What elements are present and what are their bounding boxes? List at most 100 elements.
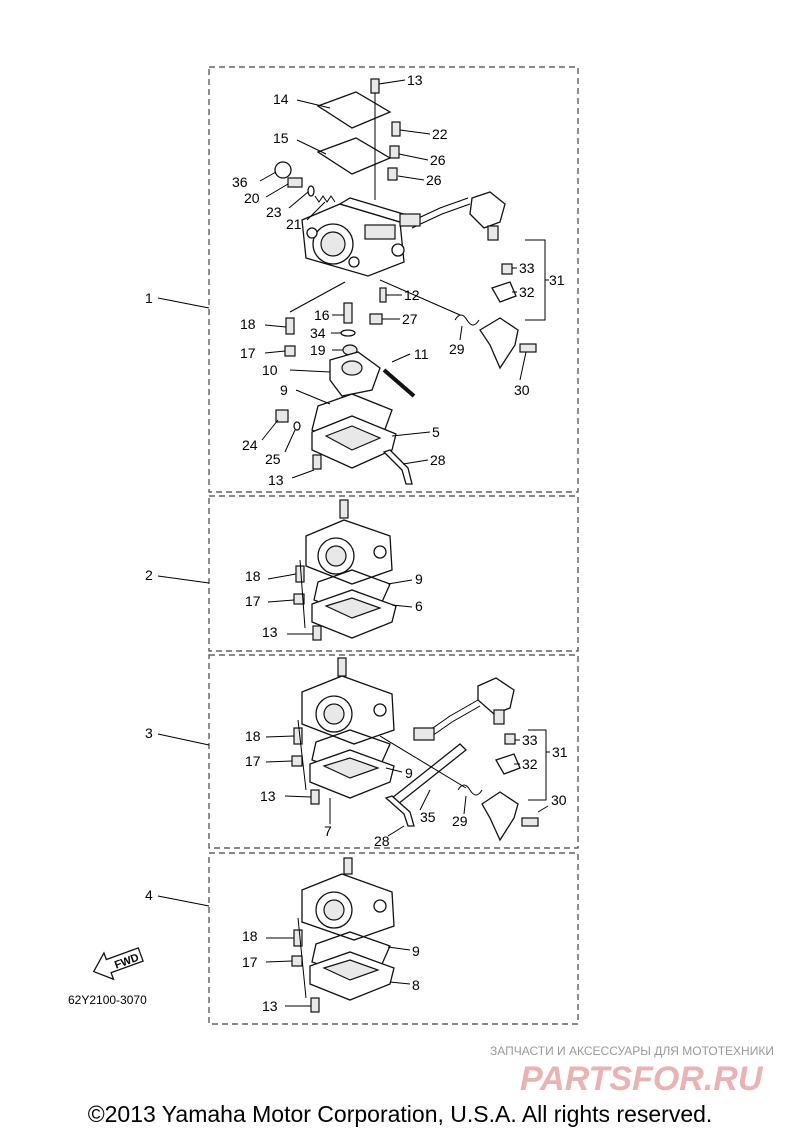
section-label-1: 1 bbox=[145, 290, 153, 306]
screw bbox=[291, 955, 303, 967]
section-box-3 bbox=[208, 654, 579, 849]
callout: 25 bbox=[265, 451, 281, 467]
screw bbox=[312, 454, 322, 470]
callout: 32 bbox=[519, 284, 535, 300]
callout: 13 bbox=[407, 72, 423, 88]
o-ring bbox=[307, 185, 315, 197]
callout: 17 bbox=[242, 954, 258, 970]
drain-screw bbox=[275, 409, 289, 423]
cap bbox=[274, 161, 292, 179]
cover-plate bbox=[316, 91, 392, 129]
section-box-1 bbox=[208, 66, 579, 493]
callout: 30 bbox=[514, 382, 530, 398]
callout: 26 bbox=[426, 172, 442, 188]
float-pin bbox=[382, 368, 416, 398]
section-4-callouts: 18 9 17 8 13 bbox=[242, 928, 420, 1014]
clip bbox=[454, 314, 480, 326]
spring bbox=[387, 167, 398, 181]
callout: 19 bbox=[310, 342, 326, 358]
solenoid bbox=[469, 191, 506, 229]
screw bbox=[310, 789, 320, 805]
callout: 12 bbox=[404, 287, 420, 303]
callout: 31 bbox=[549, 272, 565, 288]
screw bbox=[501, 263, 513, 275]
callout: 5 bbox=[432, 424, 440, 440]
callout: 22 bbox=[432, 126, 448, 142]
callout: 21 bbox=[286, 216, 302, 232]
plug bbox=[369, 313, 383, 325]
spring bbox=[314, 195, 336, 203]
gasket-plate bbox=[316, 137, 392, 175]
screw bbox=[391, 121, 401, 137]
connector bbox=[399, 213, 421, 227]
callout: 36 bbox=[232, 174, 248, 190]
section-3-parts bbox=[265, 657, 550, 842]
spring bbox=[389, 145, 400, 159]
callout: 13 bbox=[262, 624, 278, 640]
fwd-arrow-icon: FWD bbox=[92, 947, 144, 981]
callout: 18 bbox=[240, 316, 256, 332]
screw bbox=[293, 593, 305, 605]
callout: 6 bbox=[415, 598, 423, 614]
section-box-2 bbox=[208, 495, 579, 652]
callout: 29 bbox=[452, 813, 468, 829]
carburetor-body bbox=[301, 657, 395, 745]
callout: 20 bbox=[244, 190, 260, 206]
solenoid bbox=[477, 677, 515, 715]
fwd-label: FWD bbox=[113, 952, 141, 972]
screw bbox=[284, 345, 296, 357]
callout: 16 bbox=[314, 307, 330, 323]
section-4-parts bbox=[265, 857, 411, 1013]
screw bbox=[287, 177, 303, 188]
callout: 8 bbox=[412, 977, 420, 993]
jet bbox=[343, 302, 353, 324]
callout: 32 bbox=[522, 756, 538, 772]
section-1-parts bbox=[259, 78, 549, 485]
screw bbox=[312, 625, 322, 641]
section-box-4 bbox=[208, 852, 579, 1025]
callout: 10 bbox=[262, 362, 278, 378]
choke-lever bbox=[481, 791, 519, 842]
carburetor-body bbox=[301, 857, 395, 941]
section-1-callouts: 13 14 22 15 26 36 26 20 23 21 12 31 33 3… bbox=[232, 72, 565, 488]
section-label-2: 2 bbox=[145, 567, 153, 583]
o-ring bbox=[293, 421, 301, 431]
callout: 7 bbox=[324, 823, 332, 839]
clip bbox=[457, 784, 483, 796]
callout: 31 bbox=[552, 744, 568, 760]
screw bbox=[285, 317, 295, 335]
choke-lever bbox=[479, 317, 519, 370]
callout: 29 bbox=[449, 341, 465, 357]
section-2-parts bbox=[267, 499, 413, 641]
section-label-4: 4 bbox=[145, 887, 153, 903]
pin bbox=[379, 287, 387, 303]
link-plate bbox=[495, 753, 521, 775]
callout: 33 bbox=[519, 260, 535, 276]
callout: 34 bbox=[310, 325, 326, 341]
carburetor-body bbox=[305, 499, 393, 585]
section-3-callouts: 33 31 18 32 17 9 30 13 35 29 7 28 bbox=[245, 728, 568, 849]
diagram-code: 62Y2100-3070 bbox=[68, 993, 147, 1007]
link-plate bbox=[491, 281, 517, 303]
callout: 27 bbox=[402, 311, 418, 327]
callout: 28 bbox=[374, 833, 390, 849]
screw bbox=[504, 733, 516, 745]
screw bbox=[295, 565, 305, 583]
callout: 15 bbox=[273, 130, 289, 146]
callout: 30 bbox=[551, 792, 567, 808]
callout: 9 bbox=[405, 765, 413, 781]
callout: 14 bbox=[273, 91, 289, 107]
watermark-logo: PARTSFOR.RU bbox=[520, 1060, 764, 1098]
callout: 23 bbox=[266, 204, 282, 220]
callout: 26 bbox=[430, 152, 446, 168]
callout: 18 bbox=[245, 568, 261, 584]
callout: 9 bbox=[415, 571, 423, 587]
callout: 33 bbox=[522, 732, 538, 748]
choke-rod bbox=[391, 743, 467, 805]
section-2-callouts: 18 9 17 6 13 bbox=[245, 568, 423, 640]
callout: 17 bbox=[245, 593, 261, 609]
callout: 17 bbox=[245, 753, 261, 769]
callout: 28 bbox=[430, 452, 446, 468]
callout: 35 bbox=[420, 809, 436, 825]
